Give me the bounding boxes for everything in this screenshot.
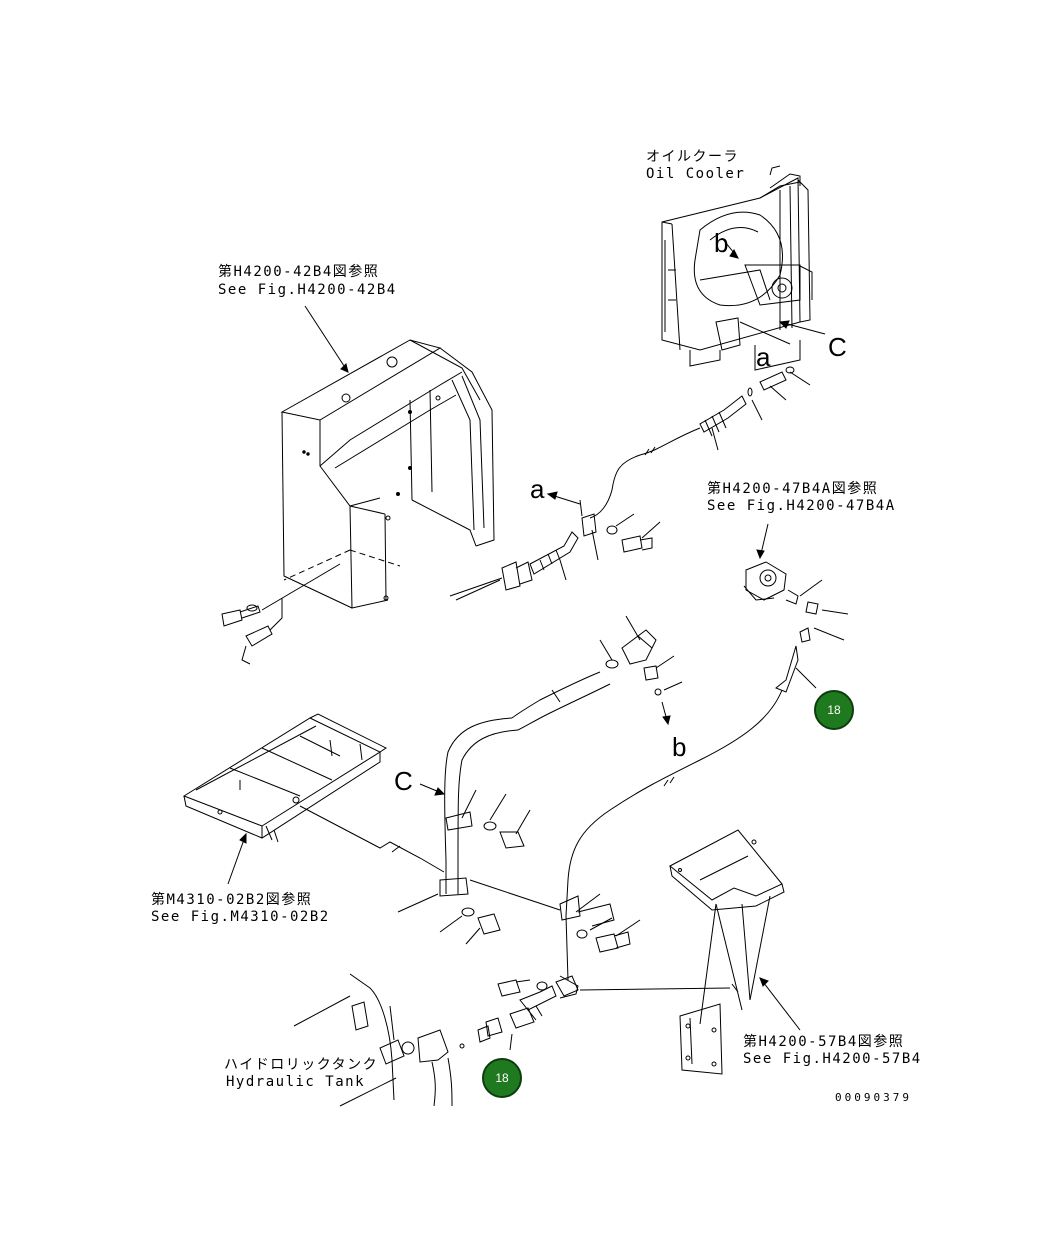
label-ref-42b4-en: See Fig.H4200-42B4 <box>218 282 397 298</box>
mid-bolts <box>398 790 530 944</box>
leader-42b4 <box>305 306 348 372</box>
elbow-fittings <box>600 616 682 724</box>
cover-housing <box>282 340 494 608</box>
view-letter-a-top: a <box>756 342 771 372</box>
curved-hose <box>440 672 610 896</box>
label-ref-57b4-jp: 第H4200-57B4図参照 <box>743 1034 905 1050</box>
part-callout-18-upper[interactable]: 18 <box>814 690 854 730</box>
label-ref-m4310-jp: 第M4310-02B2図参照 <box>151 892 313 908</box>
upper-hose-fitting <box>450 500 660 600</box>
frame-assembly <box>184 714 386 842</box>
view-letter-b-mid: b <box>672 732 687 762</box>
view-letter-a-mid: a <box>530 474 545 504</box>
oil-cooler-assembly <box>662 166 812 370</box>
cooler-fittings <box>590 367 810 518</box>
label-ref-47b4a-jp: 第H4200-47B4A図参照 <box>707 481 879 497</box>
part-callout-18-lower[interactable]: 18 <box>482 1058 522 1098</box>
view-letter-c-top: C <box>828 332 847 362</box>
view-letter-c-mid: C <box>394 766 413 796</box>
tube-lines <box>300 806 640 998</box>
leader-m4310 <box>228 834 246 884</box>
label-ref-m4310-en: See Fig.M4310-02B2 <box>151 909 330 925</box>
label-ref-47b4a-en: See Fig.H4200-47B4A <box>707 498 896 514</box>
document-number: 00090379 <box>835 1091 912 1104</box>
label-ref-42b4-jp: 第H4200-42B4図参照 <box>218 264 380 280</box>
label-hydraulic-tank-en: Hydraulic Tank <box>226 1074 366 1090</box>
bolt-housing <box>222 564 340 664</box>
label-ref-57b4-en: See Fig.H4200-57B4 <box>743 1051 922 1067</box>
lower-fittings <box>460 976 730 1050</box>
leader-57b4 <box>760 978 800 1030</box>
label-oil-cooler-en: Oil Cooler <box>646 166 746 182</box>
hydraulic-tank <box>294 974 452 1106</box>
label-hydraulic-tank-jp: ハイドロリックタンク <box>224 1057 379 1073</box>
view-letter-b-top: b <box>714 228 729 258</box>
pump-assembly <box>566 562 848 980</box>
label-oil-cooler-jp: オイルクーラ <box>646 149 739 165</box>
bracket-assembly <box>670 830 784 1074</box>
